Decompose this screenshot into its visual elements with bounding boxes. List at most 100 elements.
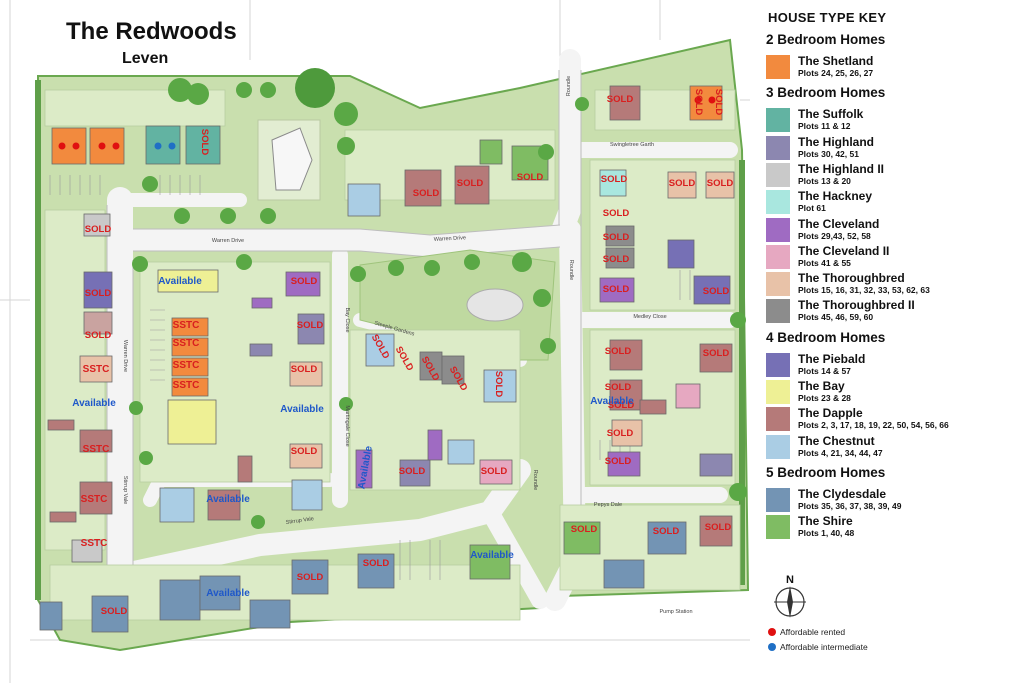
- key-house-name: The Suffolk: [798, 107, 864, 122]
- key-house-plots: Plots 29,43, 52, 58: [798, 230, 871, 241]
- key-house-name: The Hackney: [798, 189, 873, 204]
- status-marker-sold: SOLD: [101, 606, 128, 617]
- key-swatch: [766, 108, 790, 133]
- status-marker-sold: SOLD: [291, 364, 318, 375]
- key-house-name: The Cleveland II: [798, 243, 890, 258]
- status-marker-sold: SOLD: [605, 346, 632, 357]
- status-marker-sold: SOLD: [605, 382, 632, 393]
- key-swatch: [766, 380, 790, 404]
- key-house-name: The Shetland: [798, 54, 874, 68]
- key-house-name: The Highland II: [798, 161, 884, 176]
- key-house-plots: Plots 1, 40, 48: [798, 528, 855, 539]
- key-house-name: The Piebald: [798, 351, 866, 366]
- key-swatch: [766, 434, 790, 459]
- street-label: Warren Drive: [212, 238, 244, 244]
- street-label: Stirrup Vale: [122, 476, 128, 504]
- key-house-plots: Plots 15, 16, 31, 32, 33, 53, 62, 63: [798, 285, 930, 296]
- key-group-heading: 4 Bedroom Homes: [766, 329, 886, 345]
- status-marker-sold: SOLD: [608, 400, 635, 411]
- key-swatch: [766, 244, 790, 269]
- status-marker-sold: SOLD: [603, 232, 630, 243]
- status-marker-sold: SOLD: [297, 320, 324, 331]
- street-label: Pepys Dale: [594, 502, 622, 508]
- status-marker-sstc: SSTC: [81, 538, 108, 549]
- key-group-heading: 5 Bedroom Homes: [766, 464, 886, 480]
- status-marker-sold: SOLD: [363, 558, 390, 569]
- status-marker-sold: SOLD: [199, 129, 210, 156]
- status-marker-sold: SOLD: [493, 371, 504, 398]
- legend-label: Affordable rented: [780, 627, 846, 637]
- status-marker-sold: SOLD: [603, 254, 630, 265]
- status-marker-available: Available: [590, 396, 634, 407]
- key-swatch: [766, 55, 790, 79]
- key-swatch: [766, 190, 790, 215]
- street-label: Swingletree Garth: [610, 142, 654, 148]
- status-marker-sstc: SSTC: [83, 364, 110, 375]
- status-marker-sold: SOLD: [517, 172, 544, 183]
- status-marker-sold: SOLD: [603, 208, 630, 219]
- status-marker-sold: SOLD: [605, 456, 632, 467]
- status-marker-sold: SOLD: [713, 89, 724, 116]
- key-house-plots: Plots 45, 46, 59, 60: [798, 312, 874, 323]
- status-marker-sold: SOLD: [669, 178, 696, 189]
- status-marker-sold: SOLD: [457, 178, 484, 189]
- status-marker-sold: SOLD: [693, 89, 704, 116]
- street-label: Roundle: [532, 470, 538, 491]
- legend-item: Affordable intermediate: [768, 642, 868, 652]
- key-house-name: The Thoroughbred II: [798, 298, 915, 313]
- street-label: Martingale Close: [344, 405, 350, 446]
- street-label: Bay Close: [344, 307, 350, 332]
- status-marker-sold: SOLD: [85, 288, 112, 299]
- existing-farmhouse: [271, 127, 313, 191]
- legend-dot-icon: [768, 643, 776, 651]
- key-house-name: The Chestnut: [798, 433, 875, 448]
- status-marker-sold: SOLD: [291, 446, 318, 457]
- key-house-name: The Shire: [798, 514, 853, 529]
- key-swatch: [766, 515, 790, 540]
- key-house-plots: Plots 4, 21, 34, 44, 47: [798, 447, 883, 458]
- status-marker-sold: SOLD: [85, 330, 112, 341]
- key-house-name: The Bay: [798, 379, 845, 393]
- street-label: Roundle: [568, 260, 574, 281]
- street-label: Stirrup Vale: [285, 516, 314, 526]
- affordable-markers: [58, 96, 716, 150]
- status-marker-sold: SOLD: [607, 428, 634, 439]
- status-marker-sold: SOLD: [707, 178, 734, 189]
- status-marker-sold: SOLD: [291, 276, 318, 287]
- status-marker-available: Available: [470, 550, 514, 561]
- key-swatch: [766, 352, 790, 377]
- status-marker-sstc: SSTC: [173, 360, 200, 371]
- key-house-name: The Highland: [798, 134, 874, 149]
- key-house-name: The Thoroughbred: [798, 271, 905, 286]
- trees: [129, 68, 747, 529]
- key-house-plots: Plots 41 & 55: [798, 257, 851, 268]
- key-house-plots: Plot 61: [798, 203, 826, 214]
- legend-label: Affordable intermediate: [780, 642, 868, 652]
- street-label: Warren Drive: [122, 340, 128, 372]
- key-swatch: [766, 487, 790, 512]
- legend-dot-icon: [768, 628, 776, 636]
- status-marker-available: Available: [158, 276, 202, 287]
- status-marker-sold: SOLD: [481, 466, 508, 477]
- status-marker-sstc: SSTC: [173, 338, 200, 349]
- status-marker-available: Available: [206, 588, 250, 599]
- compass-icon: N: [774, 574, 806, 618]
- key-house-plots: Plots 2, 3, 17, 18, 19, 22, 50, 54, 56, …: [798, 420, 949, 431]
- status-marker-sold: SOLD: [703, 348, 730, 359]
- status-marker-sold: SOLD: [705, 522, 732, 533]
- play-area: [466, 288, 524, 322]
- key-swatch: [766, 299, 790, 324]
